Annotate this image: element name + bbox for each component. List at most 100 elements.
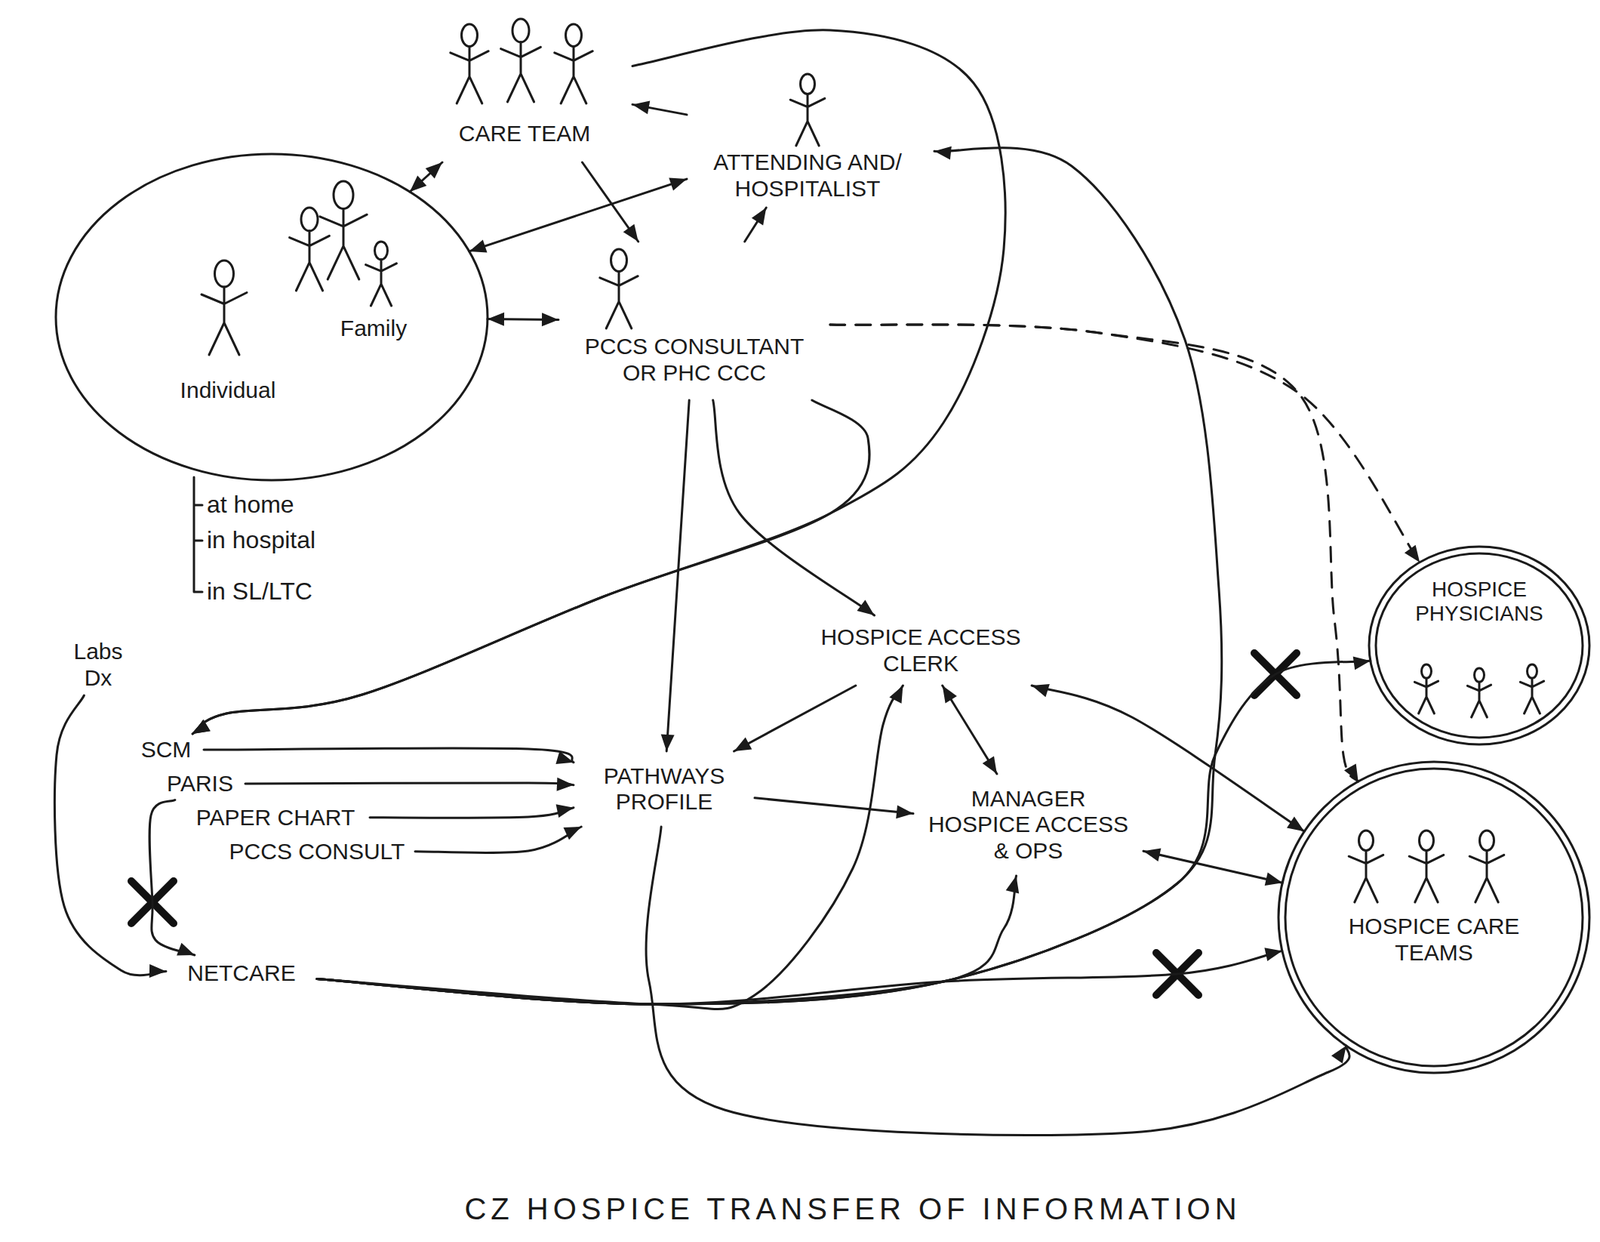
- arrowhead: [942, 685, 957, 703]
- bracket: [193, 476, 203, 592]
- illustration-part: [1409, 830, 1444, 902]
- connector-line: [369, 807, 574, 819]
- node-text: PATHWAYS PROFILE: [582, 763, 746, 816]
- illustration-part: [1520, 664, 1544, 714]
- arrowhead: [192, 719, 211, 734]
- connector: [369, 803, 574, 818]
- outline-ellipse: [55, 153, 488, 480]
- process-label: HOSPICE ACCESS CLERK: [800, 615, 1042, 686]
- connector-line: [666, 400, 690, 751]
- illustration-part: [450, 24, 489, 104]
- node-text: HOSPICE ACCESS CLERK: [809, 624, 1033, 677]
- record-source: SCM: [128, 733, 204, 767]
- connector: [632, 101, 687, 115]
- patient-region: Individual Family: [52, 150, 491, 484]
- connector: [734, 685, 856, 751]
- arrowhead: [1353, 656, 1371, 671]
- node-label: CARE TEAM: [422, 120, 627, 148]
- arrowhead: [149, 963, 167, 978]
- connector: [415, 826, 582, 853]
- arrowhead: [661, 734, 675, 752]
- arrowhead: [632, 101, 650, 115]
- node-label: HOSPICE CARE TEAMS: [1335, 913, 1533, 966]
- node-text: Labs Dx: [64, 638, 132, 691]
- node-outline: [1366, 543, 1593, 748]
- connector: [409, 162, 443, 192]
- arrowhead: [857, 600, 875, 616]
- connector: [646, 826, 1350, 1136]
- connector: [316, 146, 1222, 1004]
- connector-line: [203, 747, 574, 763]
- arrowhead: [541, 312, 559, 327]
- arrowhead: [192, 719, 211, 734]
- connector: [582, 162, 639, 242]
- dashed-connector-line: [830, 324, 1420, 563]
- arrowhead: [895, 804, 914, 819]
- illustration-part: [320, 181, 367, 280]
- connector-line: [409, 162, 443, 192]
- connector-line: [754, 797, 914, 814]
- arrowhead: [409, 175, 427, 192]
- node-text: NETCARE: [185, 960, 297, 987]
- connector: [713, 400, 875, 616]
- connector-line: [744, 207, 767, 242]
- illustration-part: [1348, 830, 1384, 902]
- arrowhead: [1344, 763, 1359, 782]
- connector: [487, 312, 559, 327]
- record-source: PCCS CONSULT: [218, 835, 416, 868]
- arrowhead: [751, 207, 767, 225]
- connector: [830, 324, 1359, 782]
- connector: [754, 797, 914, 819]
- arrowhead: [934, 146, 952, 160]
- connector-line: [713, 400, 875, 616]
- record-source: PAPER CHART: [181, 801, 370, 834]
- arrowhead: [668, 178, 687, 191]
- arrowhead: [623, 224, 639, 242]
- arrowhead: [734, 737, 753, 751]
- node-label: ATTENDING AND/ HOSPITALIST: [686, 149, 929, 202]
- arrowhead: [1404, 544, 1420, 563]
- outline-ellipse: [1375, 553, 1583, 738]
- arrowhead: [1143, 847, 1161, 862]
- arrowhead: [889, 685, 903, 704]
- node-label: Family: [332, 315, 416, 342]
- connector: [203, 747, 574, 764]
- pccs-consultant: PCCS CONSULTANT OR PHC CCC: [558, 241, 831, 400]
- node-outline: [52, 150, 491, 484]
- illustration-part: [289, 207, 330, 291]
- connector: [830, 324, 1420, 563]
- outline-ellipse: [1369, 546, 1590, 745]
- attending-hospitalist: ATTENDING AND/ HOSPITALIST: [686, 67, 935, 208]
- illustration-part: [554, 24, 593, 104]
- arrowhead: [1006, 875, 1020, 894]
- connector: [1143, 847, 1283, 886]
- arrowhead: [425, 162, 443, 179]
- connector: [469, 178, 687, 253]
- connector: [149, 800, 195, 956]
- cross-mark: [131, 652, 1297, 995]
- dashed-connector-line: [830, 324, 1359, 782]
- illustration-part: [501, 18, 542, 102]
- outline-ellipse: [1285, 768, 1583, 1066]
- labs-source: Labs Dx: [60, 633, 136, 696]
- node-text: PAPER CHART: [194, 804, 357, 831]
- node-text: SCM: [139, 736, 194, 764]
- arrowhead: [563, 826, 582, 840]
- arrowhead: [469, 240, 488, 253]
- connector-line: [734, 685, 856, 751]
- arrowhead: [556, 777, 574, 791]
- node-label: Individual: [171, 377, 285, 404]
- illustration-part: [1469, 830, 1505, 902]
- connector: [744, 207, 767, 242]
- connector: [192, 400, 870, 734]
- connector-line: [415, 826, 582, 853]
- connector: [316, 947, 1283, 1004]
- diagram-caption: CZ HOSPICE TRANSFER OF INFORMATION: [462, 1190, 1243, 1226]
- hospice-group-circle: HOSPICE PHYSICIANS: [1366, 543, 1593, 748]
- arrowhead: [176, 942, 195, 956]
- arrowhead: [1331, 1045, 1347, 1063]
- arrowhead: [1264, 872, 1284, 887]
- connector-line: [316, 660, 1371, 1004]
- location-label: in SL/LTC: [205, 577, 314, 606]
